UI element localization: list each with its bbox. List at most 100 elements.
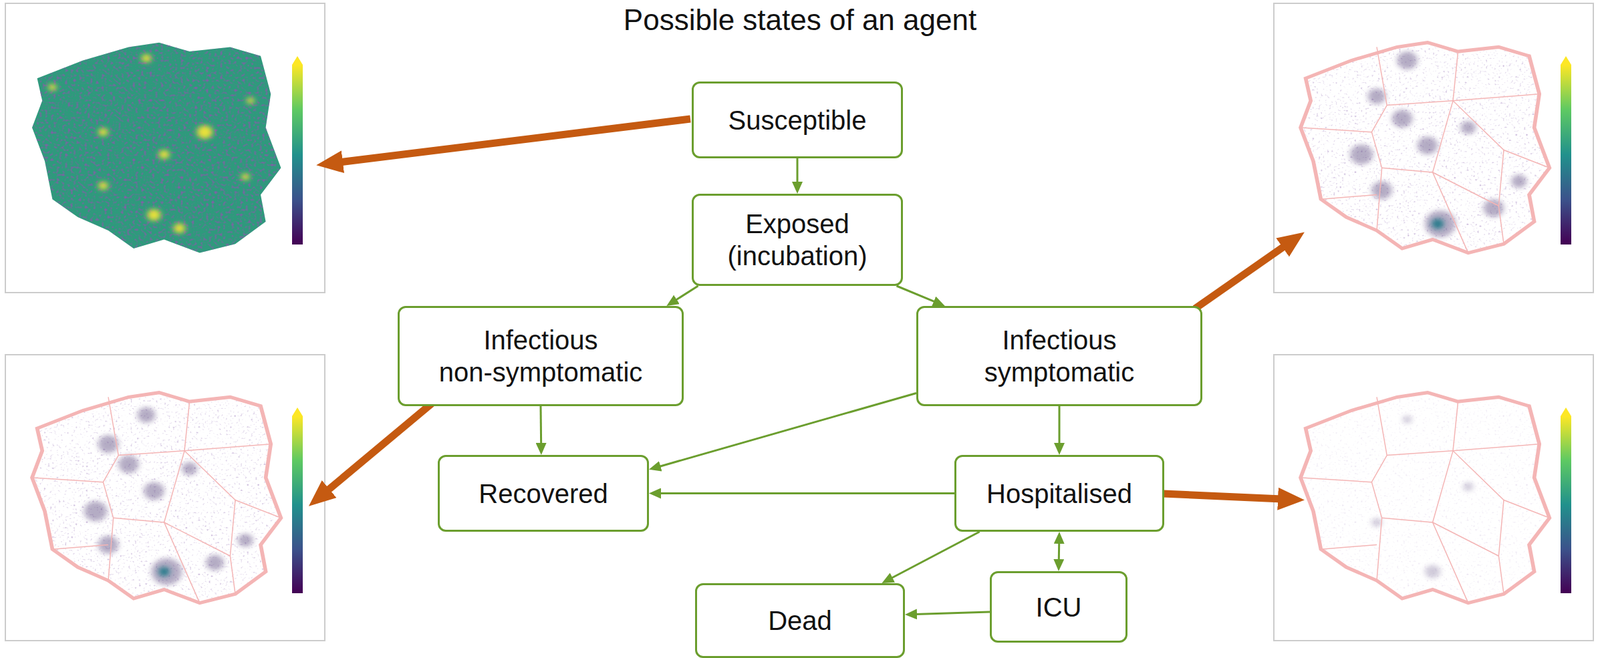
case-clusters <box>84 407 254 585</box>
map-pointer <box>1162 493 1282 500</box>
case-cluster <box>1368 88 1387 104</box>
region-border <box>102 396 119 581</box>
state-label: Exposed (incubation) <box>710 207 885 273</box>
case-hotspot <box>158 566 170 577</box>
colorbar <box>292 64 303 245</box>
map-panel <box>1273 354 1594 641</box>
state-label: ICU <box>1035 591 1083 624</box>
region-border <box>164 522 231 557</box>
case-cluster <box>1371 181 1392 200</box>
case-cluster <box>118 455 139 474</box>
city-spot <box>159 150 170 160</box>
state-label: Infectious non-symptomatic <box>427 324 655 389</box>
city-spot <box>173 223 186 234</box>
state-label: Recovered <box>478 477 608 510</box>
case-cluster <box>205 555 224 571</box>
state-box: Susceptible <box>691 81 903 159</box>
map-texture <box>32 388 287 613</box>
case-cluster <box>1392 109 1413 128</box>
city-spot <box>147 209 162 221</box>
transition-arrow <box>540 406 543 445</box>
map-panel <box>1273 3 1594 293</box>
state-label: Hospitalised <box>986 477 1133 510</box>
map-pointers <box>326 118 1286 500</box>
city-spot <box>246 97 254 104</box>
city-spot <box>98 181 109 190</box>
region-border <box>32 477 103 483</box>
panel-frame <box>5 354 325 641</box>
city-spot <box>48 84 57 91</box>
panel-frame <box>1273 3 1594 293</box>
region-border <box>229 500 236 595</box>
panel-frame <box>5 3 325 293</box>
city-spot <box>141 54 152 63</box>
state-box: Infectious symptomatic <box>916 306 1203 407</box>
case-cluster <box>1483 199 1504 218</box>
case-cluster <box>1511 174 1527 188</box>
state-box: Recovered <box>437 455 649 532</box>
colorbar-cap <box>1560 56 1572 65</box>
case-cluster <box>84 501 107 522</box>
city-spot <box>98 128 109 137</box>
region-border <box>1382 167 1469 253</box>
region-border <box>1386 444 1540 456</box>
colorbar-cap <box>292 56 303 65</box>
region-border <box>164 451 282 523</box>
diagram-title: Possible states of an agent <box>0 2 1600 39</box>
case-cluster <box>181 462 198 476</box>
state-box: Infectious non-symptomatic <box>397 306 684 407</box>
region-border <box>1498 500 1504 595</box>
map-pointer <box>338 118 691 163</box>
transition-arrow <box>915 612 990 615</box>
case-cluster <box>137 407 156 423</box>
region-border <box>1452 51 1459 101</box>
colorbar <box>1560 64 1572 245</box>
state-label: Susceptible <box>728 104 867 137</box>
city-spot <box>241 173 250 181</box>
region-border <box>113 517 200 603</box>
city-spot <box>197 125 213 140</box>
case-cluster <box>1417 136 1438 155</box>
case-cluster <box>237 534 254 548</box>
region-border <box>1320 545 1377 551</box>
case-cluster <box>1402 415 1413 424</box>
region-border <box>1386 94 1540 106</box>
map-texture <box>32 38 287 262</box>
state-box: Dead <box>695 583 905 658</box>
region-border <box>1432 451 1550 523</box>
case-clusters <box>1350 51 1527 238</box>
map-pointer <box>326 403 432 492</box>
region-border <box>52 545 109 551</box>
poland-map <box>1300 38 1555 262</box>
country-border <box>1300 42 1550 254</box>
transition-arrow <box>896 286 936 303</box>
transition-arrow <box>1058 406 1061 445</box>
country-border <box>1300 392 1550 604</box>
state-box: Hospitalised <box>954 455 1165 532</box>
city-spots <box>48 54 254 234</box>
transition-arrow <box>891 531 980 579</box>
panel-frame <box>1273 354 1594 641</box>
region-borders <box>32 392 281 604</box>
region-border <box>1432 522 1500 557</box>
case-cluster <box>143 482 164 501</box>
region-border <box>1452 401 1459 452</box>
case-cluster <box>1371 517 1382 527</box>
colorbar <box>1560 416 1572 594</box>
region-border <box>1300 127 1372 133</box>
region-border <box>184 401 190 452</box>
case-cluster <box>1350 144 1373 165</box>
region-border <box>1432 172 1500 206</box>
map-panel <box>5 3 325 293</box>
map-pointer <box>1194 245 1286 309</box>
case-hotspot <box>1431 218 1444 230</box>
region-border <box>1320 195 1377 200</box>
region-border <box>118 444 271 456</box>
transition-arrow <box>659 492 955 495</box>
state-box: Exposed (incubation) <box>691 193 903 287</box>
region-border <box>1498 150 1504 245</box>
map-texture <box>1300 38 1555 262</box>
region-border <box>1371 396 1387 581</box>
region-border <box>1371 46 1387 231</box>
